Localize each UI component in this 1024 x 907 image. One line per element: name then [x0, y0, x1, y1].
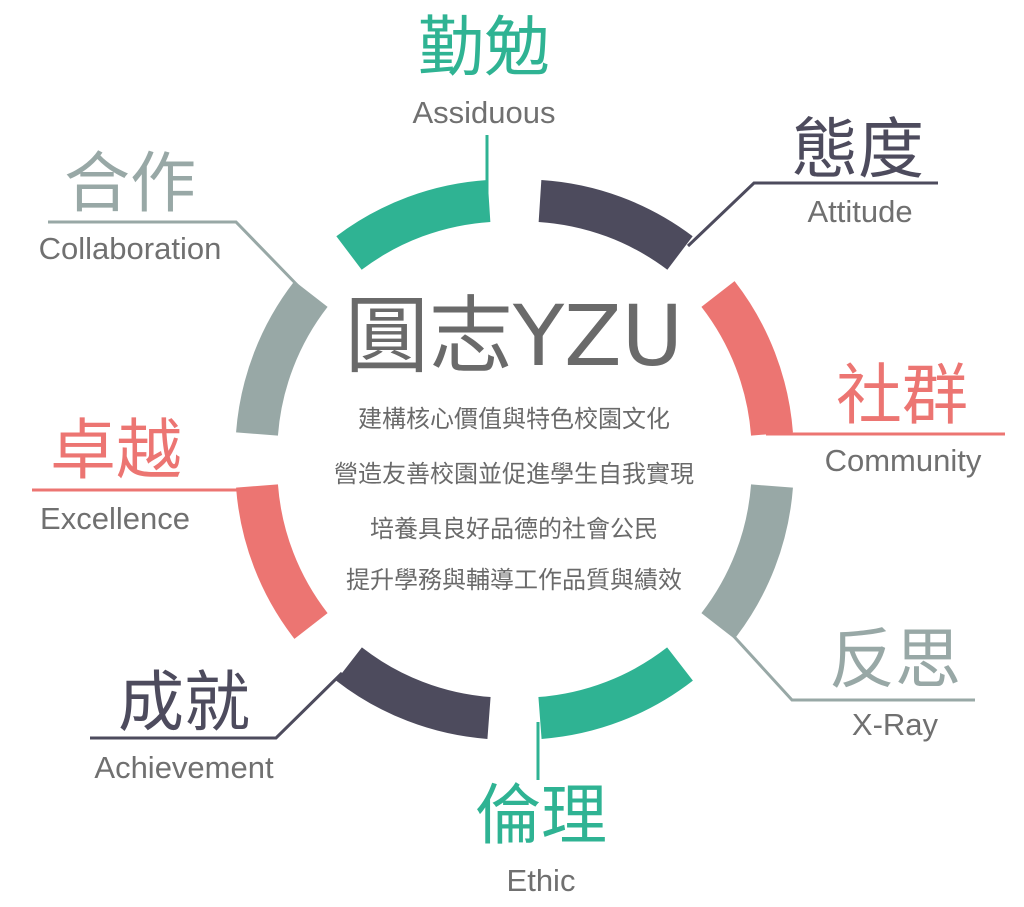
ring-segment-ethic — [538, 647, 693, 739]
leader-line-xray — [726, 628, 975, 702]
ring-segment-community — [701, 281, 793, 436]
label-en-attitude: Attitude — [807, 194, 912, 229]
ring-segment-xray — [701, 484, 793, 639]
leader-line-achievement — [90, 671, 344, 740]
label-en-collaboration: Collaboration — [39, 231, 222, 266]
label-zh-ethic: 倫理 — [475, 777, 607, 854]
center-title: 圓志YZU — [345, 287, 683, 385]
ring-segment-achievement — [336, 647, 491, 739]
label-en-ethic: Ethic — [507, 863, 576, 898]
label-en-assiduous: Assiduous — [412, 95, 555, 130]
ring-segment-collaboration — [236, 281, 328, 436]
ring-segment-excellence — [236, 484, 328, 639]
ring-segment-assiduous — [336, 180, 491, 270]
label-en-community: Community — [825, 443, 982, 478]
leader-line-attitude — [686, 181, 938, 248]
label-en-xray: X-Ray — [852, 707, 939, 742]
label-en-achievement: Achievement — [94, 750, 274, 785]
label-zh-collaboration: 合作 — [64, 145, 196, 222]
center-line-1: 建構核心價值與特色校園文化 — [358, 405, 670, 433]
center-line-4: 提升學務與輔導工作品質與績效 — [346, 566, 682, 594]
label-zh-attitude: 態度 — [792, 111, 924, 188]
label-en-excellence: Excellence — [40, 501, 190, 536]
ring-segment-attitude — [538, 180, 693, 270]
leader-line-collaboration — [48, 220, 304, 292]
label-zh-achievement: 成就 — [118, 664, 250, 741]
label-zh-community: 社群 — [836, 357, 968, 434]
label-zh-excellence: 卓越 — [50, 412, 182, 489]
label-zh-assiduous: 勤勉 — [418, 9, 550, 86]
center-line-3: 培養具良好品德的社會公民 — [370, 515, 658, 543]
label-zh-xray: 反思 — [829, 621, 961, 698]
center-line-2: 營造友善校園並促進學生自我實現 — [334, 460, 694, 488]
